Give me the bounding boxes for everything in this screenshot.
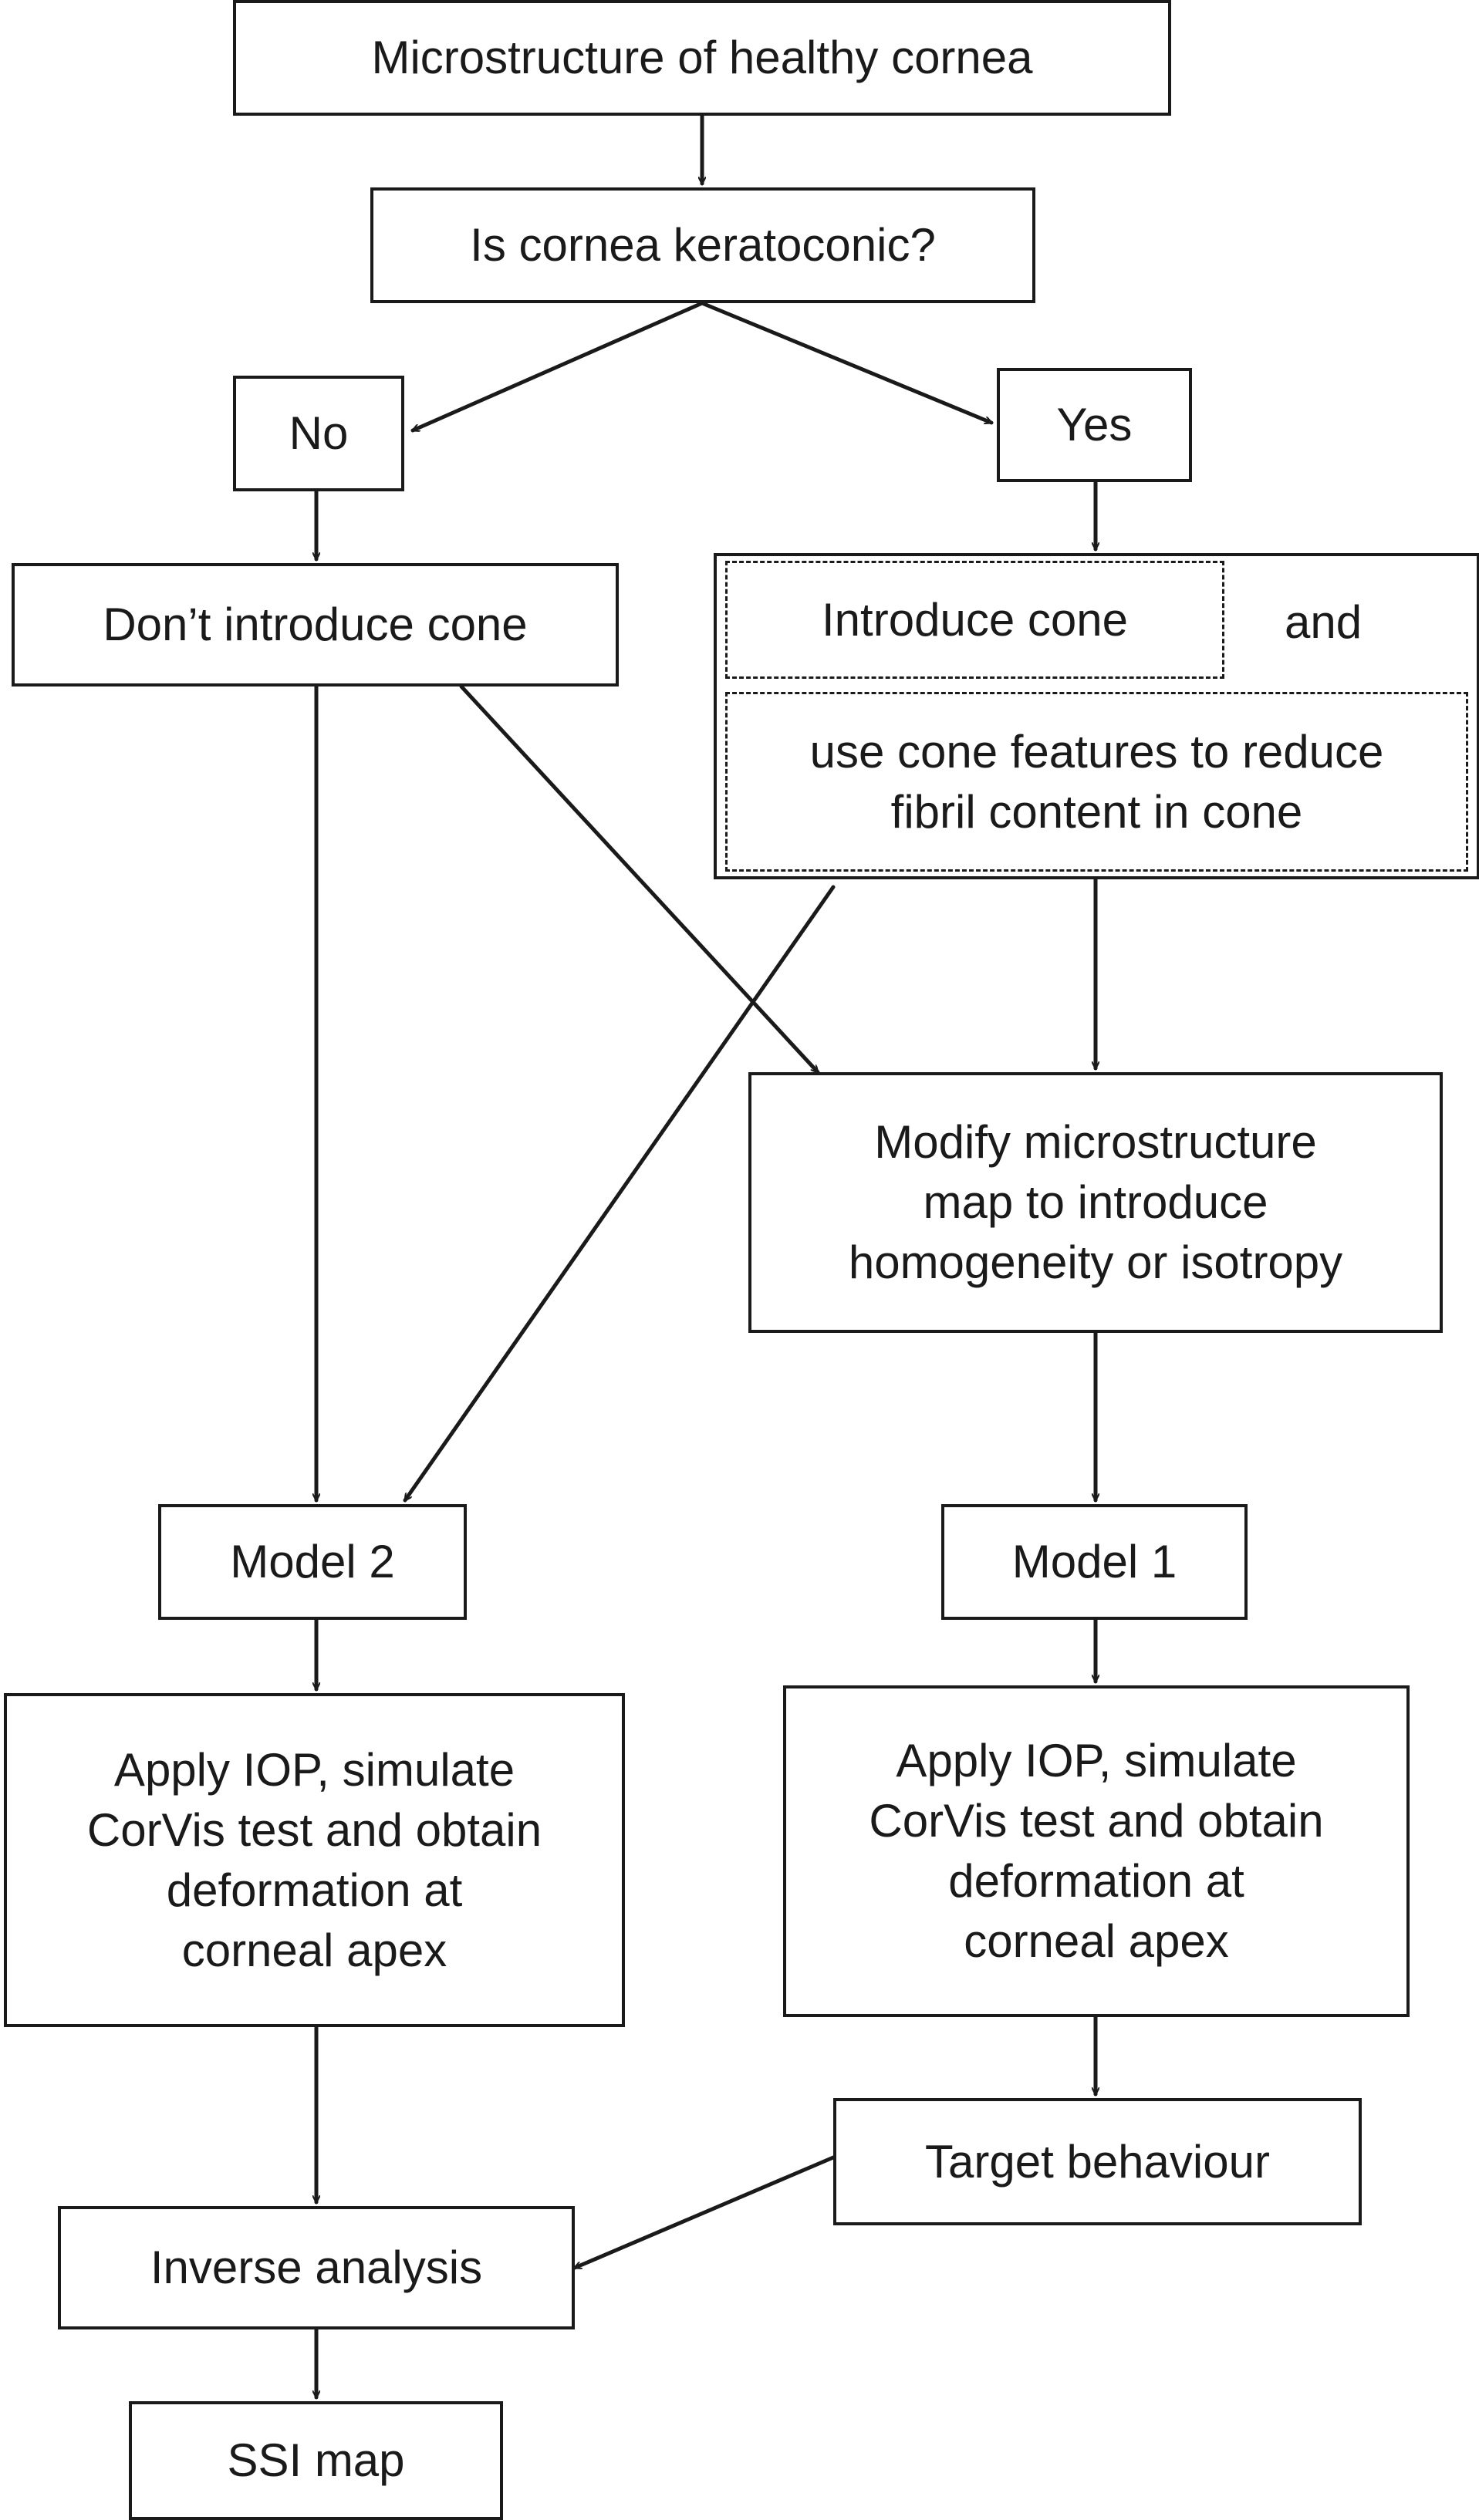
node-start: Microstructure of healthy cornea [233, 0, 1171, 116]
node-question: Is cornea keratoconic? [370, 187, 1035, 303]
node-model2: Model 2 [158, 1504, 467, 1620]
node-modify: Modify microstructure map to introduce h… [748, 1072, 1443, 1333]
node-intro-cone: Introduce cone [725, 561, 1224, 679]
label-and: and [1285, 596, 1363, 648]
arrow-question-to-yes [700, 301, 991, 425]
node-cone-features: use cone features to reduce fibril conte… [725, 692, 1468, 872]
node-no: No [233, 376, 404, 491]
node-cone-container [714, 553, 1479, 879]
node-apply-left: Apply IOP, simulate CorVis test and obta… [4, 1693, 625, 2027]
arrow-cone-box-to-model2 [403, 885, 836, 1500]
node-apply-right: Apply IOP, simulate CorVis test and obta… [783, 1685, 1410, 2017]
arrow-question-to-no [413, 301, 704, 433]
arrow-target-to-inverse [575, 2155, 836, 2270]
node-target: Target behaviour [833, 2098, 1362, 2225]
node-inverse: Inverse analysis [58, 2206, 575, 2329]
node-no-cone: Don’t introduce cone [12, 563, 619, 687]
node-ssi: SSI map [129, 2401, 503, 2520]
node-yes: Yes [997, 368, 1192, 482]
arrow-no-cone-to-modify [459, 684, 820, 1074]
node-model1: Model 1 [941, 1504, 1248, 1620]
